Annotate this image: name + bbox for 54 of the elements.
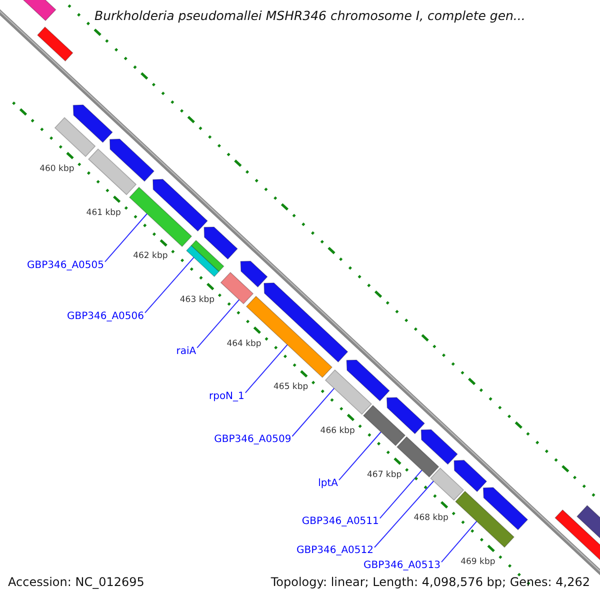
gene-label: GBP346_A0506 [66,310,144,322]
gene-bar [362,404,406,446]
gene-bar [420,429,458,465]
gene-label: GBP346_A0513 [363,560,440,572]
scale-label: 466 kbp [320,426,355,436]
gene-bar [246,296,333,378]
gene-bar [430,468,464,501]
gene-bar [54,117,96,158]
gene-bar [88,148,137,196]
gene-bar [186,244,220,278]
gene-bar [109,138,155,182]
leader-line [338,432,382,481]
gene-bar [152,178,208,232]
scale-label: 465 kbp [274,383,308,393]
gene-label: lptA [318,478,338,490]
leader-line [104,213,148,262]
accession-text: Accession: NC_012695 [8,576,144,590]
gene-label: raiA [176,346,196,357]
gene-label: GBP346_A0505 [26,260,104,271]
leader-line [292,388,335,437]
leader-line [374,480,434,548]
gene-bar [204,226,238,260]
gene-bar [220,272,254,304]
title: Burkholderia pseudomallei MSHR346 chromosome I, complete gen... [94,9,526,23]
gene-bar [386,397,426,434]
scale-label: 467 kbp [367,470,402,480]
leader-line [244,344,288,394]
gene-label: GBP346_A0509 [214,434,292,446]
leader-line [379,470,422,519]
gene-bar [324,369,372,415]
scale-label: 461 kbp [86,208,121,218]
scale-label: 468 kbp [414,514,448,524]
scale-label: 462 kbp [133,252,168,262]
gene-label: GBP346_A0512 [296,545,374,556]
gene-bar [454,490,515,548]
gene-label: rpoN_1 [208,390,244,402]
gene-bar [128,186,192,248]
gene-bar [240,260,268,288]
leader-line [196,299,240,348]
scale-label: 469 kbp [460,558,496,568]
leader-line [144,256,194,314]
leader-line [441,520,478,563]
scale-label: 464 kbp [226,340,262,349]
gene-label: GBP346_A0511 [302,516,379,528]
gene-bar [264,282,348,363]
gene-bar [72,104,113,143]
gene-bar [346,360,390,402]
scale-label: 463 kbp [180,296,215,306]
gene-bar [482,487,528,530]
summary-text: Topology: linear; Length: 4,098,576 bp; Genes: 4,262 [270,576,590,590]
scale-label: 460 kbp [40,165,74,174]
gene-bar [454,460,488,492]
gene-bar [190,240,224,272]
gene-bar [36,26,74,62]
